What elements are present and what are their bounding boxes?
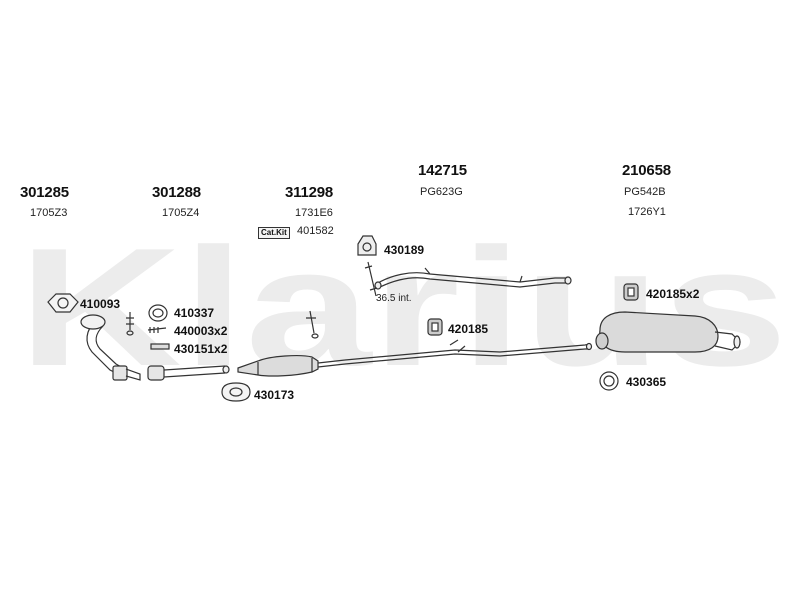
label-420185: 420185 [448, 322, 489, 336]
cat-kit-number: 401582 [297, 225, 334, 237]
mount-420185 [427, 318, 443, 336]
part-number-301285: 301285 [20, 184, 69, 201]
ring-430365 [599, 371, 619, 391]
label-430173: 430173 [254, 388, 295, 402]
clamp-430189 [357, 235, 377, 256]
mid-pipe [374, 267, 572, 290]
ref-1726y1: 1726Y1 [628, 206, 666, 218]
bolts-front [126, 310, 319, 339]
ref-1705z3: 1705Z3 [30, 207, 68, 219]
ref-pg542b: PG542B [624, 186, 666, 198]
label-430151x2: 430151x2 [174, 342, 228, 356]
label-440003x2: 440003x2 [174, 324, 228, 338]
intermediate-pipe [147, 365, 230, 381]
centre-pipe [344, 339, 593, 365]
label-430365: 430365 [626, 375, 667, 389]
ref-1731e6: 1731E6 [295, 207, 333, 219]
front-downpipe [80, 314, 141, 381]
part-number-142715: 142715 [418, 162, 467, 179]
watermark-text: Klarius [18, 213, 788, 401]
length-note: 36.5 int. [376, 293, 412, 304]
label-430189: 430189 [384, 243, 425, 257]
rear-silencer [595, 311, 741, 353]
gasket-430173 [221, 382, 251, 402]
label-420185x2: 420185x2 [646, 287, 700, 301]
mount-420185x2 [623, 283, 639, 301]
bolt-430151 [150, 343, 170, 350]
label-410337: 410337 [174, 306, 215, 320]
spring-440003 [147, 327, 167, 333]
dimension-marker [364, 261, 378, 297]
gasket-410093 [47, 293, 79, 313]
label-410093: 410093 [80, 297, 121, 311]
part-number-301288: 301288 [152, 184, 201, 201]
part-number-210658: 210658 [622, 162, 671, 179]
ref-1705z4: 1705Z4 [162, 207, 200, 219]
ref-pg623g: PG623G [420, 186, 463, 198]
cat-kit-badge: Cat.Kit [258, 227, 290, 239]
part-number-311298: 311298 [285, 184, 334, 201]
catalytic-converter [237, 355, 346, 377]
ring-410337 [148, 304, 168, 322]
